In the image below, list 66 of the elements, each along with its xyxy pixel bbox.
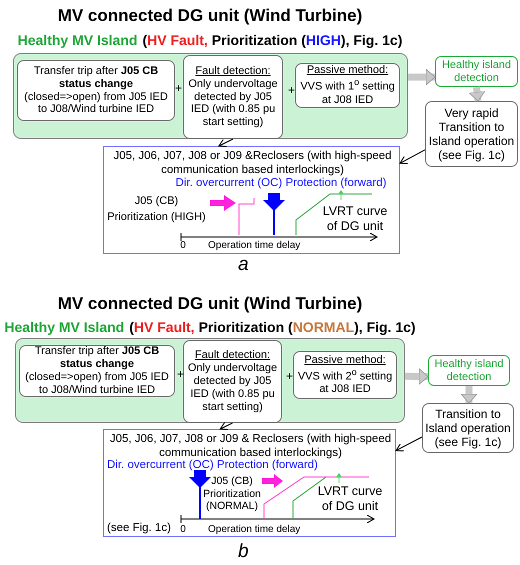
- block-arrow: [468, 86, 486, 102]
- group-panel: [15, 338, 405, 423]
- subtitle-text: HIGH: [306, 32, 341, 48]
- detection-box: [428, 355, 510, 386]
- protection-panel: [103, 429, 396, 537]
- process-box: [17, 60, 175, 121]
- box-text: Transfer trip after J05 CB status change (closed=>open) from J05 IED to J08/Wind turbine IED: [24, 345, 170, 397]
- box-heading: Passive method:: [304, 354, 386, 367]
- subtitle-text: Healthy MV Island: [18, 32, 138, 48]
- axis-label: 0: [179, 240, 187, 252]
- subtitle-text: HV Fault,: [134, 319, 195, 335]
- subtitle-text: ), Fig. 1c): [340, 32, 402, 48]
- subtitle-text: (: [129, 319, 134, 335]
- chart-label: LVRT curve of DG unit: [322, 204, 388, 234]
- plus-sign: +: [177, 367, 184, 381]
- block-arrow: [404, 368, 428, 385]
- axis-label: Operation time delay: [208, 524, 300, 536]
- arrow: [218, 138, 234, 147]
- group-panel: [13, 53, 408, 139]
- plus-sign: +: [286, 369, 294, 383]
- plus-sign: +: [288, 83, 296, 97]
- box-text: Healthy island detection: [433, 358, 505, 384]
- arrow: [220, 422, 233, 430]
- subtitle-text: Prioritization (: [198, 319, 293, 335]
- process-box: [293, 351, 397, 399]
- box-heading: Passive method:: [306, 64, 388, 78]
- subtitle-text: Healthy MV Island: [4, 319, 124, 335]
- protection-panel: [103, 146, 400, 254]
- block-arrow: [408, 68, 436, 86]
- subtitle-text: (: [142, 32, 148, 48]
- chart-label: J05 (CB) Prioritization (HIGH): [106, 194, 207, 225]
- subtitle-text: HV Fault,: [147, 32, 208, 48]
- subtitle-text: ), Fig. 1c): [354, 319, 416, 335]
- plus-sign: +: [175, 81, 182, 95]
- arrow: [400, 149, 426, 164]
- box-text: Transfer trip after J05 CB status change (closed=>open) from J05 IED to J08/Wind turbine IED: [23, 64, 169, 116]
- box-text: Transition to Island operation (see Fig. 1c): [425, 406, 511, 450]
- axis-label: 0: [179, 524, 187, 536]
- arrow: [396, 436, 422, 452]
- box-text: Very rapid Transition to Island operation (see Fig. 1c): [428, 106, 515, 162]
- box-heading: Fault detection:: [195, 64, 271, 78]
- title: MV connected DG unit (Wind Turbine): [56, 294, 364, 314]
- box-text: Only undervoltage detected by J05 IED (with 0.85 pu start setting): [186, 362, 278, 414]
- title: MV connected DG unit (Wind Turbine): [56, 6, 364, 26]
- chart-label: Dir. overcurrent (OC) Protection (forward): [174, 177, 388, 191]
- process-box: [295, 63, 400, 108]
- chart-label: (see Fig. 1c): [107, 522, 171, 536]
- chart-label: J05 (CB) Prioritization (NORMAL): [202, 475, 262, 513]
- box-heading: Fault detection:: [194, 349, 270, 362]
- axis-label: Operation time delay: [208, 240, 300, 252]
- caption-letter: b: [238, 541, 249, 563]
- box-text: Healthy island detection: [440, 58, 512, 84]
- subtitle-text: NORMAL: [292, 319, 354, 335]
- box-text: VVS with 1$^{o}$ setting at J08 IED: [299, 77, 396, 107]
- box-text: Only undervoltage detected by J05 IED (with 0.85 pu start setting): [187, 78, 279, 130]
- process-box: [183, 55, 283, 139]
- chart-label: Dir. overcurrent (OC) Protection (forward): [107, 459, 318, 473]
- box-text: VVS with 2$^{o}$ setting at J08 IED: [296, 366, 394, 396]
- process-box: [183, 340, 282, 423]
- caption-letter: a: [238, 254, 249, 276]
- block-arrow: [460, 386, 478, 404]
- chart-label: LVRT curve of DG unit: [316, 484, 384, 514]
- panel-heading: J05, J06, J07, J08 or J09 & Reclosers (with high-speed communication based interlockings): [108, 433, 392, 460]
- subtitle-text: Prioritization (: [212, 32, 306, 48]
- detection-box: [435, 56, 518, 87]
- panel-heading: J05, J06, J07, J08 or J09 &Reclosers (with high-speed communication based interlockings): [112, 150, 393, 178]
